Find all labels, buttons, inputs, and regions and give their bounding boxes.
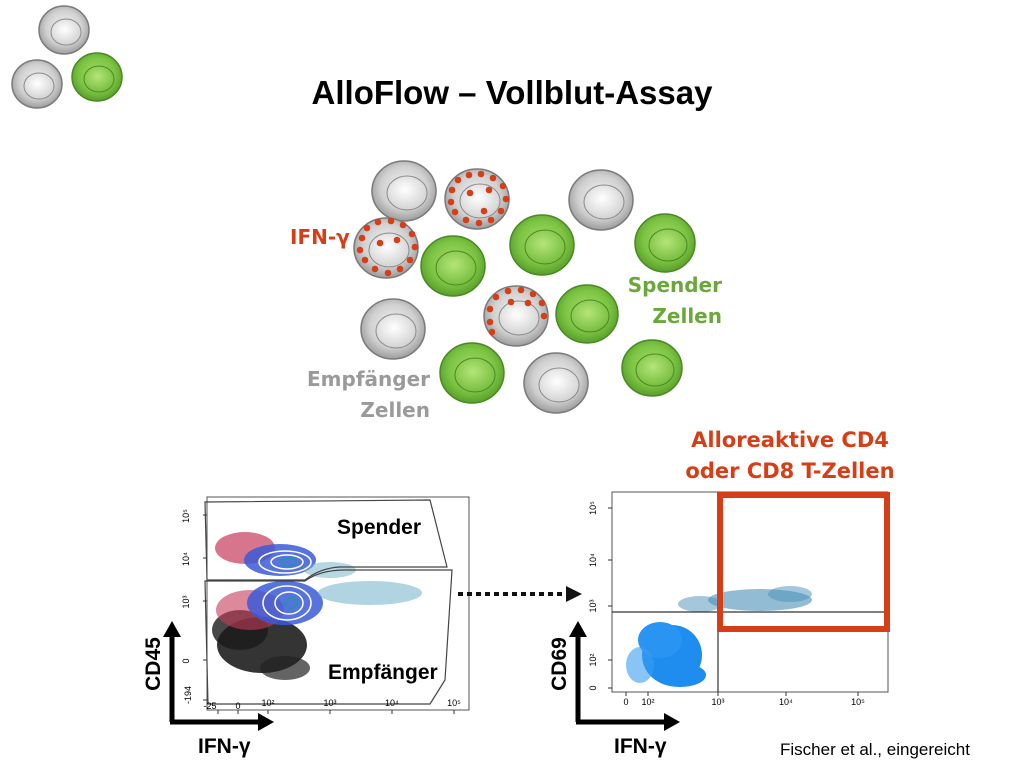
x-tick-label: 0: [623, 697, 629, 707]
gate-recipient: [204, 569, 453, 705]
donor-cell: [420, 235, 486, 297]
ifn-positive-recipient-cell: [483, 285, 549, 347]
donor-cells-label: Spender Zellen: [627, 273, 722, 328]
ifn-dots: [356, 217, 419, 277]
ifn-dots: [447, 170, 510, 227]
ifn-positive-recipient-cell: [444, 168, 510, 230]
y-tick-label: 10²: [588, 653, 598, 667]
flow-plot-right: [569, 491, 890, 731]
recipient-cells-label: Empfänger Zellen: [307, 367, 430, 422]
gate-donor: [204, 499, 448, 581]
logo-grey-cell: [11, 59, 63, 109]
x-tick-label: 10⁵: [851, 697, 865, 707]
x-axis-title-left: IFN-γ: [198, 735, 251, 758]
recipient-cell: [523, 352, 589, 414]
y-tick-label: 10⁴: [588, 553, 598, 567]
alloreactive-label: Alloreaktive CD4 oder CD8 T-Zellen: [685, 428, 895, 483]
gate-label-donor: Spender: [337, 516, 422, 539]
ifn-positive-recipient-cell: [353, 217, 419, 279]
donor-cell: [439, 342, 505, 404]
logo-cells: [11, 5, 123, 109]
plot-left-events: [212, 532, 422, 680]
x-tick-label: 10⁴: [385, 698, 399, 708]
x-tick-label: 10²: [261, 698, 275, 708]
slide-title: AlloFlow – Vollblut-Assay: [311, 74, 713, 111]
alloreactive-gate-highlight: [717, 492, 890, 632]
recipient-cell: [371, 160, 437, 222]
dashed-arrow: [458, 586, 582, 602]
x-axis-title-right: IFN-γ: [614, 735, 667, 758]
y-tick-label: 0: [181, 658, 191, 664]
gate-label-recipient: Empfänger: [328, 661, 438, 684]
flow-plot-left: [163, 496, 470, 731]
y-tick-label: 0: [588, 685, 598, 691]
cell-cluster: [353, 160, 696, 414]
y-tick-label: -194: [183, 686, 193, 705]
x-tick-label: 10²: [641, 697, 655, 707]
y-tick-label: 10⁴: [181, 552, 191, 566]
y-tick-label: 10³: [181, 595, 191, 609]
y-axis-title-left: CD45: [142, 637, 165, 691]
ifn-gamma-label: IFN-γ: [290, 225, 350, 249]
x-tick-label: 10³: [711, 697, 725, 707]
plot-right-events: [626, 586, 812, 687]
y-tick-label: 10⁵: [588, 501, 598, 515]
logo-green-cell: [71, 52, 123, 102]
recipient-cell: [360, 298, 426, 360]
logo-grey-cell: [38, 5, 90, 55]
x-tick-label: 10⁵: [447, 698, 461, 708]
donor-cell: [555, 284, 619, 344]
citation: Fischer et al., eingereicht: [780, 740, 970, 759]
donor-cell: [621, 339, 683, 397]
x-tick-label: -25: [203, 701, 217, 711]
x-tick-label: 10³: [323, 698, 337, 708]
x-tick-label: 0: [235, 701, 241, 711]
donor-cell: [509, 214, 575, 276]
ifn-dots: [486, 286, 548, 336]
y-tick-label: 10³: [588, 599, 598, 613]
donor-cell: [634, 213, 696, 273]
y-axis-title-right: CD69: [548, 637, 571, 691]
x-tick-label: 10⁴: [779, 697, 793, 707]
recipient-cell: [568, 169, 634, 231]
y-tick-label: 10⁵: [181, 509, 191, 523]
